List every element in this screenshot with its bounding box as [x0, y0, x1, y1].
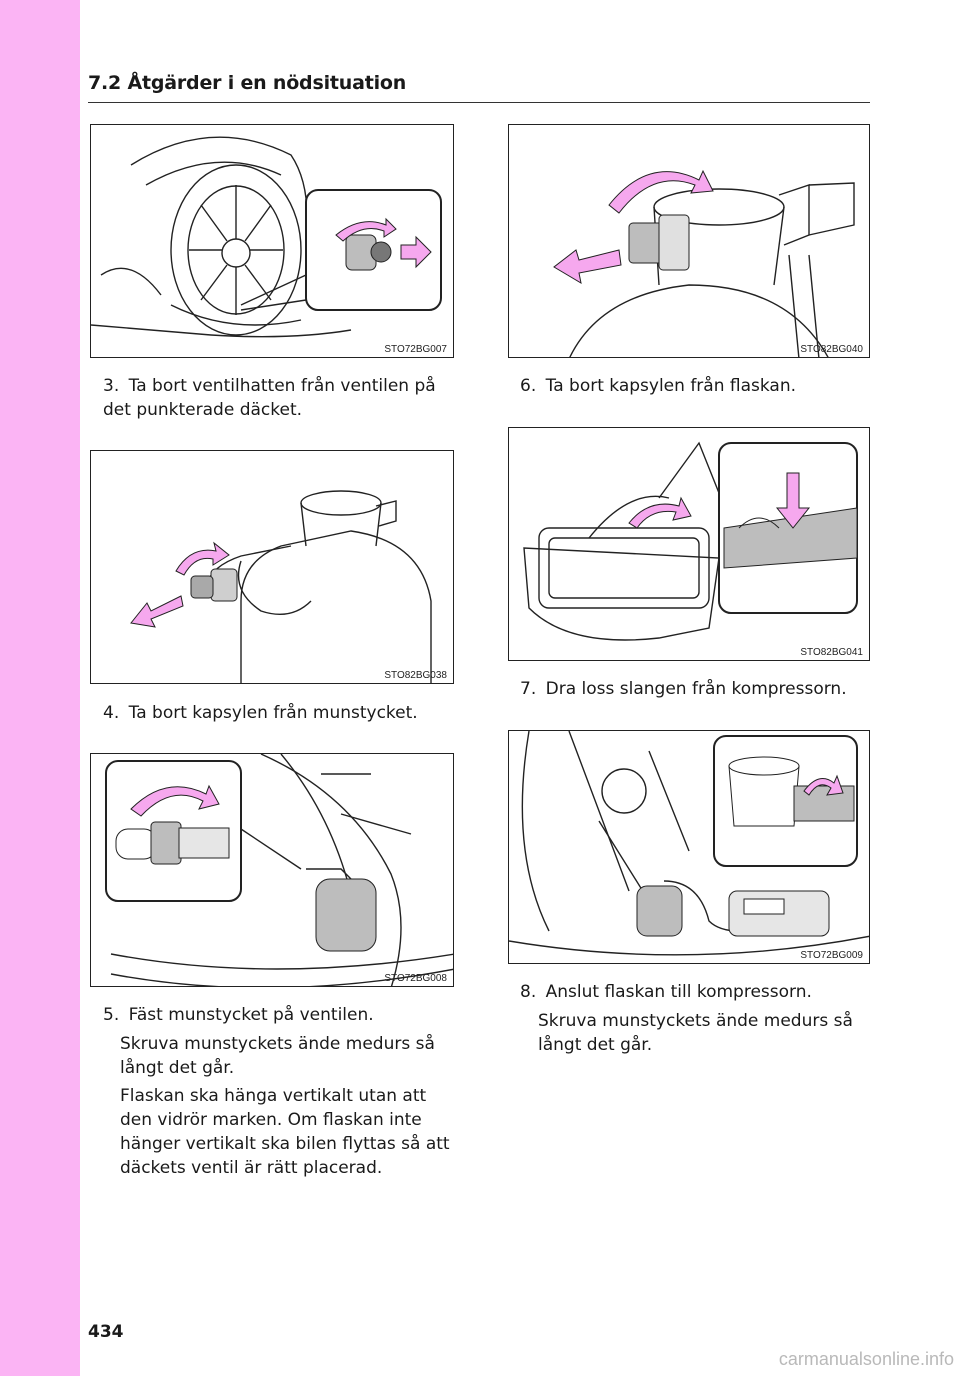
step-8-note-1: Skruva munstyckets ände medurs så långt … [538, 1011, 853, 1055]
step-8: 8. Anslut flaskan till kompressorn. [520, 982, 812, 1002]
side-color-band [0, 0, 80, 1376]
step-3: 3. Ta bort ventilhatten från ventilen på… [103, 376, 436, 420]
figure-valve-cap: STO72BG007 [90, 124, 454, 358]
connect-compressor-illustration [509, 731, 869, 956]
figure-compressor-hose: STO82BG041 [508, 427, 870, 661]
nozzle-cap-illustration [130, 490, 432, 683]
step-4-text: Ta bort kapsylen från munstycket. [128, 703, 418, 723]
step-6: 6. Ta bort kapsylen från flaskan. [520, 376, 797, 396]
step-5-text: Fäst munstycket på ventilen. [128, 1005, 374, 1025]
valve-cap-illustration [91, 136, 442, 338]
figure-attach-nozzle: STO72BG008 [90, 753, 454, 987]
figure-bottle-cap: STO82BG040 [508, 124, 870, 358]
attach-nozzle-illustration [105, 754, 453, 986]
figure-code: STO82BG038 [384, 670, 447, 681]
step-7-text: Dra loss slangen från kompressorn. [545, 679, 847, 699]
header-rule [88, 102, 870, 103]
step-8-text: Anslut flaskan till kompressorn. [545, 982, 812, 1002]
figure-code: STO72BG007 [384, 344, 447, 355]
section-header: 7.2 Åtgärder i en nödsituation [88, 72, 407, 94]
page-number: 434 [88, 1322, 124, 1342]
step-7: 7. Dra loss slangen från kompressorn. [520, 679, 847, 699]
compressor-hose-illustration [523, 441, 858, 641]
figure-code: STO82BG041 [800, 647, 863, 658]
step-5-note-2: Flaskan ska hänga vertikalt utan att den… [120, 1086, 450, 1178]
figure-code: STO72BG009 [800, 950, 863, 961]
bottle-cap-illustration [553, 169, 855, 357]
figure-code: STO72BG008 [384, 973, 447, 984]
step-5-note-1: Skruva munstyckets ände medurs så långt … [120, 1034, 435, 1078]
step-3-text: Ta bort ventilhatten från ventilen på de… [103, 376, 436, 420]
figure-connect-compressor: STO72BG009 [508, 730, 870, 964]
figure-code: STO82BG040 [800, 344, 863, 355]
step-5: 5. Fäst munstycket på ventilen. [103, 1005, 374, 1025]
step-6-text: Ta bort kapsylen från flaskan. [545, 376, 797, 396]
step-4: 4. Ta bort kapsylen från munstycket. [103, 703, 418, 723]
figure-nozzle-cap: STO82BG038 [90, 450, 454, 684]
watermark-text: carmanualsonline.info [778, 1349, 954, 1369]
